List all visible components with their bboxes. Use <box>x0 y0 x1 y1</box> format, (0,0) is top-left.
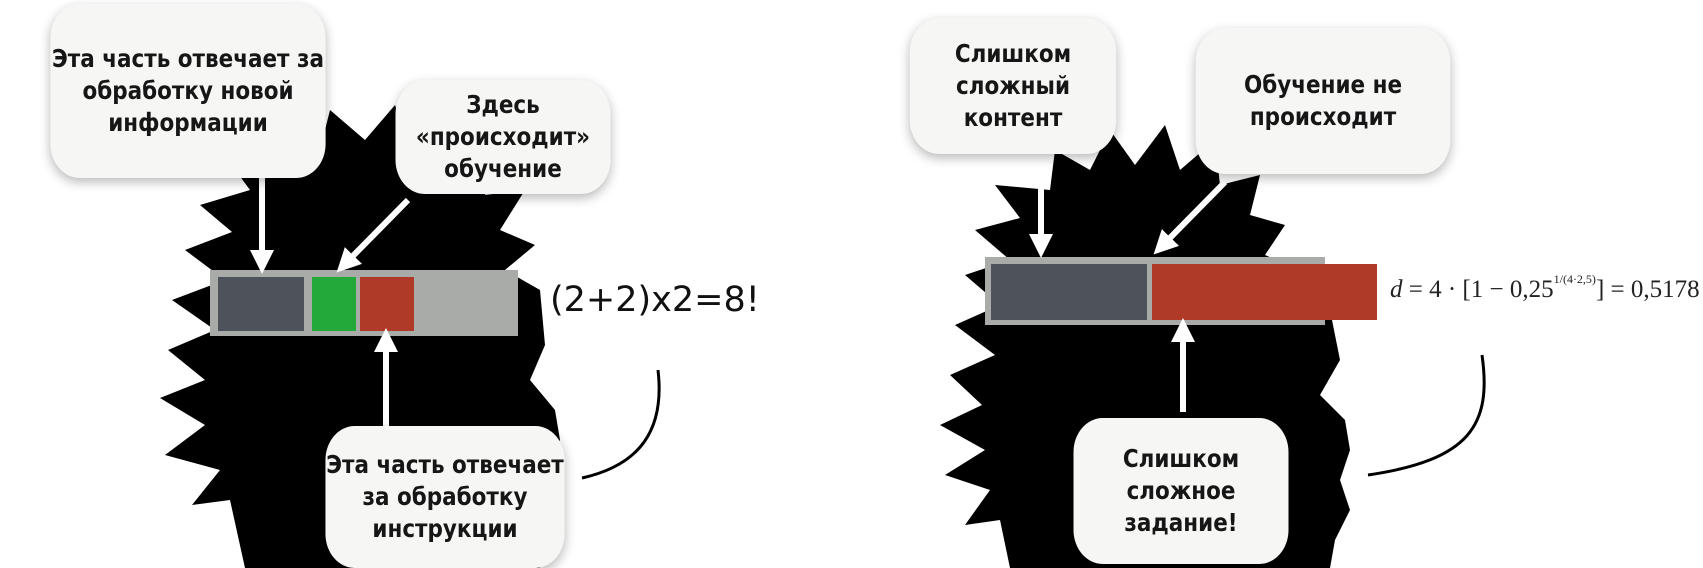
formula-lhs: d <box>1390 276 1403 303</box>
left-jaw-outline <box>581 369 661 480</box>
right-jaw-outline <box>1367 354 1486 477</box>
right-arrow-no-learning <box>1153 179 1228 255</box>
callout-learning-text: Здесь «происходит» обучение <box>415 90 591 183</box>
callout-new-information-text: Эта часть отвечает за обработку новой ин… <box>51 44 325 137</box>
left-equation: (2+2)x2=8! <box>544 278 766 322</box>
right-bar-segment-overflow <box>1152 264 1377 320</box>
formula-rhs: ] = 0,5178 <box>1595 276 1700 303</box>
overload-formula: d = 4 · [1 − 0,251/(4·2,5)] = 0,5178 <box>1386 272 1703 304</box>
callout-instruction: Эта часть отвечает за обработку инструкц… <box>325 426 565 568</box>
callout-no-learning-text: Обучение не происходит <box>1243 70 1403 131</box>
callout-complex-content-text: Слишком сложный контент <box>954 39 1072 132</box>
callout-complex-content: Слишком сложный контент <box>909 18 1117 154</box>
callout-new-information: Эта часть отвечает за обработку новой ин… <box>50 4 326 178</box>
left-memory-bar <box>210 270 518 336</box>
left-bar-segment-instruction <box>360 277 414 331</box>
right-bar-segment-complex-content <box>991 264 1147 320</box>
formula-exponent: 1/(4·2,5) <box>1553 272 1596 286</box>
callout-no-learning: Обучение не происходит <box>1195 28 1451 174</box>
left-bar-segment-new-information <box>218 277 304 331</box>
left-bar-segment-learning <box>312 277 356 331</box>
callout-instruction-text: Эта часть отвечает за обработку инструкц… <box>326 450 564 543</box>
right-memory-bar <box>985 257 1377 325</box>
callout-complex-task-text: Слишком сложное задание! <box>1122 444 1240 537</box>
callout-complex-task: Слишком сложное задание! <box>1073 418 1289 564</box>
callout-learning: Здесь «происходит» обучение <box>395 80 611 194</box>
left-arrow-learning <box>336 197 411 273</box>
formula-body: = 4 · [1 − 0,25 <box>1402 276 1554 303</box>
